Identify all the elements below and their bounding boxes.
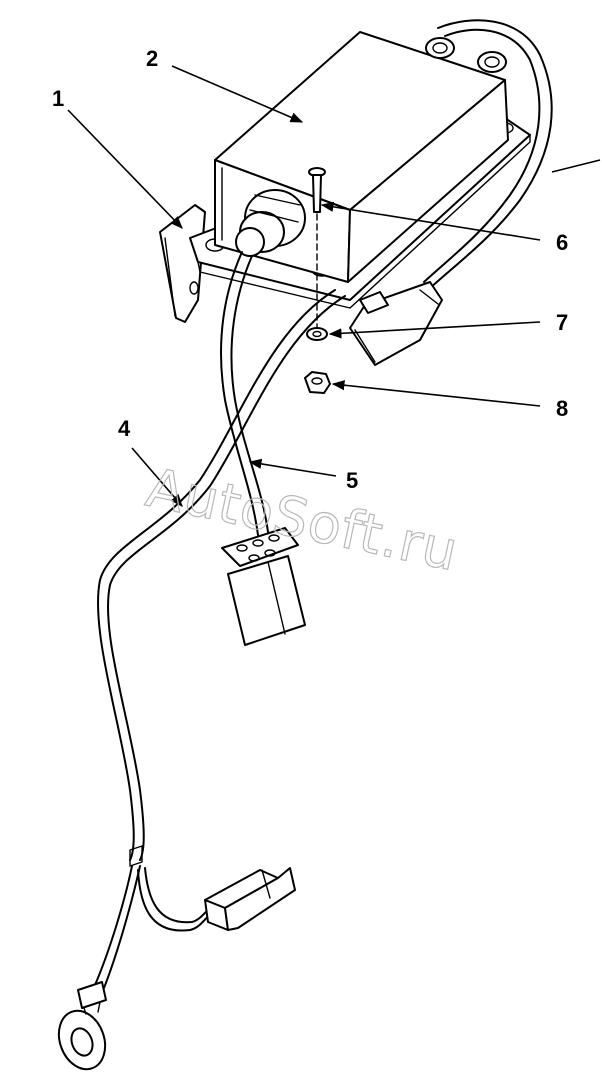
ring-terminal [57,981,107,1071]
bracket [159,204,206,323]
callout-5: 5 [346,468,358,493]
cable-5 [220,251,269,536]
cable-5-connector [221,527,306,646]
cable-4-connector [204,867,296,931]
callout-1: 1 [52,86,64,111]
callout-2: 2 [146,46,158,71]
housing-fittings [425,37,507,73]
cable-3 [423,19,553,291]
watermark: AutoSoft.ru [141,456,464,583]
deutsch-connector [349,281,443,366]
leader-lines [67,65,601,507]
callout-6: 6 [556,230,568,255]
nut [304,371,331,394]
cable-4 [94,289,346,989]
callout-8: 8 [556,396,568,421]
screw [308,167,326,331]
washer [306,327,328,341]
cable-gland [235,189,306,257]
callout-7: 7 [556,310,568,335]
callout-4: 4 [118,416,131,441]
